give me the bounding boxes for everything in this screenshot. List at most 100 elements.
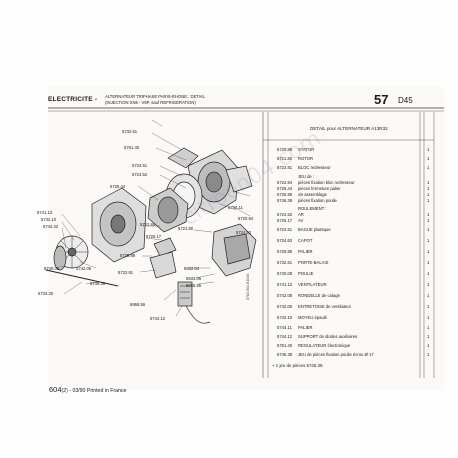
row-desc: STATOR <box>298 147 315 152</box>
ref-5724-52: 5724.52 <box>132 172 148 177</box>
ref-5724-51: 5724.51 <box>132 163 148 168</box>
row-desc: pièces fixation bloc redresseur <box>298 180 355 185</box>
row-code: 5725.44 <box>277 186 293 191</box>
row-code: 5742.08 <box>277 293 293 298</box>
row-qty: 1 <box>427 227 430 232</box>
row-qty: 1 <box>427 238 430 243</box>
ref-6933-06: 6933.06 <box>186 276 202 281</box>
ref-5744-32: 5744.32 <box>43 224 59 229</box>
row-desc: PORTE-BALAIS <box>298 260 329 265</box>
row-qty: 1 <box>427 293 430 298</box>
ref-5732-61: 5732.61 <box>122 129 138 134</box>
row-desc: MOYEU épaulé <box>298 315 328 320</box>
row-desc: vis assemblage <box>298 192 327 197</box>
row-qty: 1 <box>427 147 430 152</box>
row-code: 5724.63 <box>277 238 293 243</box>
ref-5746-39: 5746.39 <box>90 281 106 286</box>
row-qty: 1 <box>427 282 430 287</box>
section-title: ELECTRICITE - <box>48 96 98 103</box>
row-code: 5744.12 <box>277 334 293 339</box>
row-qty: 1 <box>427 325 430 330</box>
row-qty: 1 <box>427 249 430 254</box>
ref-5725-17: 5725.17 <box>146 234 162 239</box>
row-code: 5742.06 <box>277 304 293 309</box>
ref-5725-89: 5725.89 <box>120 253 136 258</box>
table-title: DETAIL pour ALTERNATEUR A13R32 <box>310 126 388 131</box>
row-desc: SUPPORT de diodes auxiliaires <box>298 334 358 339</box>
row-code: 5721.80 <box>277 156 293 161</box>
row-desc: pièces fermeture palier <box>298 186 341 191</box>
ref-5734-20: 5734.20 <box>38 291 54 296</box>
page-footer: 604(2) - 03/90 Printed in France <box>49 385 126 394</box>
ref-6932-04: 6932.04 <box>184 266 200 271</box>
row-qty: 1 <box>427 315 430 320</box>
ref-5742-10: 5742.10 <box>41 217 57 222</box>
row-desc: AV <box>298 218 304 223</box>
row-qty: 1 <box>427 165 430 170</box>
ref-5722-84: 5722.84 <box>140 222 156 227</box>
ref-5721-80: 5721.80 <box>178 226 194 231</box>
row-desc: REGULATEUR électronique <box>298 343 351 348</box>
row-desc: PALIER <box>298 249 313 254</box>
header-detail-line1: ALTERNATEUR TRIPHASE PARIS-RHONE : DETAI… <box>105 94 205 99</box>
row-code: 5725.89 <box>277 249 293 254</box>
footer-code: 604 <box>49 385 62 394</box>
row-desc: ENTRETOISE de ventilateur <box>298 304 351 309</box>
row-desc: AR <box>298 212 304 217</box>
row-qty: 1 <box>427 156 430 161</box>
row-qty: 1 <box>427 304 430 309</box>
row-desc: JEU de pièces fixation poulie écrou Ø 17 <box>298 352 374 357</box>
row-desc: VENTILATEUR <box>298 282 327 287</box>
row-code: 5724.52 <box>277 212 293 217</box>
ref-6958-55: 6958.55 <box>186 283 202 288</box>
row-desc: BLOC redresseur <box>298 165 331 170</box>
ref-5740-08: 5740.08 <box>44 266 60 271</box>
row-desc: ROTOR <box>298 156 314 161</box>
ref-5725-44: 5725.44 <box>110 184 126 189</box>
row-qty: 1 <box>427 198 430 203</box>
row-qty: 1 <box>427 192 430 197</box>
row-desc: CAPOT <box>298 238 313 243</box>
row-code: 5742.10 <box>277 315 293 320</box>
row-qty: 1 <box>427 218 430 223</box>
row-qty: 1 <box>427 180 430 185</box>
row-qty: 1 <box>427 352 430 357</box>
header-detail-line2: (INJECTION XN6 - V6P, sauf REFRIGERATION… <box>105 100 196 105</box>
row-code: 5725.89 <box>277 192 293 197</box>
page-number: 57 <box>374 92 389 107</box>
ref-5720-84: 5720.84 <box>238 216 254 221</box>
row-code: 5740.08 <box>277 271 293 276</box>
row-qty: 1 <box>427 343 430 348</box>
row-code: 5744.11 <box>277 325 292 330</box>
row-code: 5725.17 <box>277 218 293 223</box>
row-code: 5720.88 <box>277 147 293 152</box>
page-subcode: D45 <box>398 96 413 105</box>
ref-5744-11: 5744.11 <box>228 205 243 210</box>
ref-5761-40: 5761.40 <box>124 145 140 150</box>
row-code: 5722.81 <box>277 165 293 170</box>
row-code: 5761.40 <box>277 343 293 348</box>
row-desc: ROULEMENT : <box>298 206 327 211</box>
row-qty: 1 <box>427 212 430 217</box>
ref-5742-06: 5742.06 <box>76 266 92 271</box>
ref-6958-56: 6958.56 <box>130 302 146 307</box>
row-code: 5746.39 <box>277 352 293 357</box>
row-qty: 1 <box>427 271 430 276</box>
row-desc: pièces fixation poulie <box>298 198 337 203</box>
ref-5722-81: 5722.81 <box>118 270 134 275</box>
row-qty: 1 <box>427 186 430 191</box>
row-desc: POULIE <box>298 271 314 276</box>
table-footnote: + 1 jeu de pièces 5746.39. <box>272 363 324 368</box>
row-desc: JEU de : <box>298 174 315 179</box>
ref-5744-12: 5744.12 <box>150 316 166 321</box>
row-desc: RONDELLE de calage <box>298 293 340 298</box>
row-qty: 1 <box>427 334 430 339</box>
ref-5741-13: 5741.13 <box>37 210 53 215</box>
ref-5724-63: 5724.63 <box>236 230 252 235</box>
row-qty: 1 <box>427 260 430 265</box>
row-desc: BAGUE plastique <box>298 227 331 232</box>
row-desc: PALIER <box>298 325 313 330</box>
